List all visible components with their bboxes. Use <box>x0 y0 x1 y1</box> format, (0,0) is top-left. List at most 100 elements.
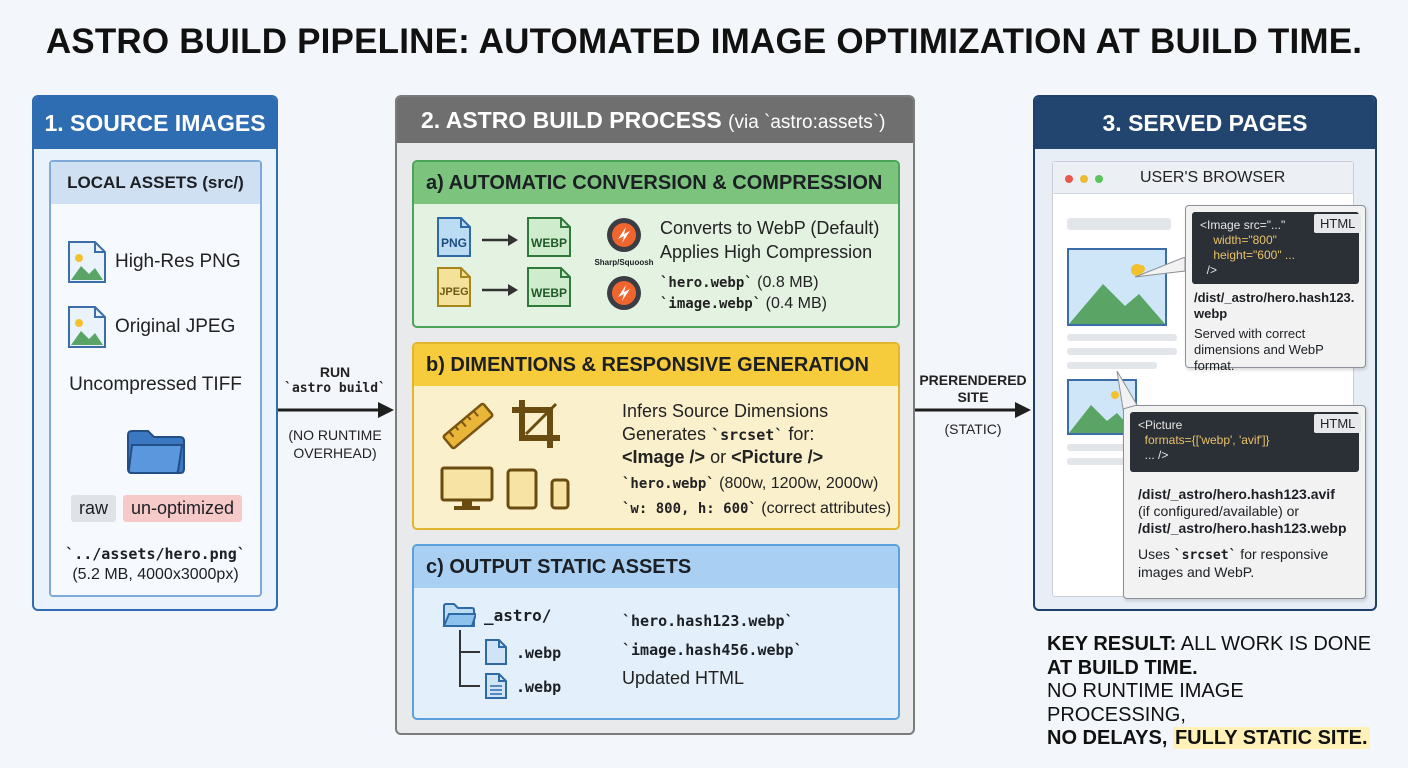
source-item-jpeg: Original JPEG <box>115 316 236 337</box>
webp-file-icon <box>527 217 571 257</box>
key-result-label: KEY RESULT: <box>1047 633 1177 655</box>
webp-output-file-icon <box>485 639 507 665</box>
ruler-icon <box>442 402 494 450</box>
browser-title: USER'S BROWSER <box>1140 169 1286 186</box>
unoptimized-badge: un-optimized <box>123 495 243 522</box>
callout2-desc-line2: images and WebP. <box>1138 564 1255 580</box>
html-tag-badge: HTML <box>1314 414 1362 433</box>
local-assets-header: LOCAL ASSETS (src/) <box>51 162 260 204</box>
widths-line: `hero.webp` (800w, 1200w, 2000w) <box>622 475 878 493</box>
source-images-panel: 1. SOURCE IMAGES LOCAL ASSETS (src/) Hig… <box>32 95 278 611</box>
jpeg-file-icon <box>437 267 471 307</box>
callout2-desc-line1: Uses `srcset` for responsive <box>1138 546 1328 564</box>
output-image-file: `image.hash456.webp` <box>622 641 803 659</box>
convert-arrow-icon <box>482 234 518 246</box>
open-folder-icon <box>442 603 476 627</box>
convert-line2: Applies High Compression <box>660 242 873 262</box>
components-or: or <box>705 447 732 467</box>
convert-line1: Converts to WebP (Default) <box>660 218 880 238</box>
build-process-title: 2. ASTRO BUILD PROCESS <box>421 107 722 133</box>
picture-code-line2: formats={['webp', 'avif']} <box>1138 433 1270 447</box>
html-tag-badge: HTML <box>1314 214 1362 233</box>
served-pages-header: 3. SERVED PAGES <box>1035 97 1375 149</box>
output-updated-html: Updated HTML <box>622 668 745 688</box>
image-component: <Image /> <box>622 447 706 467</box>
document-file-icon <box>485 673 507 699</box>
png-image-icon <box>68 241 106 283</box>
source-path: `../assets/hero.png` <box>65 545 246 563</box>
placeholder-line <box>1067 444 1127 451</box>
jpeg-file-label: JPEG <box>439 286 469 298</box>
callout2-desc-suffix: for responsive <box>1236 546 1329 562</box>
conversion-header: a) AUTOMATIC CONVERSION & COMPRESSION <box>414 162 898 204</box>
convert-arrow-icon <box>482 284 518 296</box>
callout1-pointer <box>1135 257 1186 278</box>
picture-code-line3: ... /> <box>1138 448 1169 462</box>
convert-output1: `hero.webp` (0.8 MB) <box>660 274 819 292</box>
phone-icon <box>550 478 570 510</box>
callout1-desc-line2: dimensions and WebP format. <box>1194 342 1324 373</box>
conversion-section: a) AUTOMATIC CONVERSION & COMPRESSION PN… <box>412 160 900 328</box>
callout2-desc-prefix: Uses <box>1138 546 1174 562</box>
astro-folder-label: _astro/ <box>484 606 552 625</box>
hero-image-placeholder-icon <box>1067 248 1167 326</box>
placeholder-line <box>1067 348 1177 355</box>
callout2-pointer <box>1116 370 1138 410</box>
responsive-header: b) DIMENTIONS & RESPONSIVE GENERATION <box>414 344 898 386</box>
arrow2-note: (STATIC) <box>944 421 1002 437</box>
callout2-mid: (if configured/available) or <box>1138 503 1300 519</box>
output1-size: (0.8 MB) <box>757 274 819 291</box>
sharp-squoosh-logo-icon <box>607 276 641 310</box>
output-file2-ext: .webp <box>516 678 562 696</box>
convert-output2: `image.webp` (0.4 MB) <box>660 295 827 313</box>
picture-component: <Picture /> <box>731 447 824 467</box>
folder-icon <box>127 430 185 474</box>
output2-file: `image.webp` <box>660 296 762 312</box>
output-hero-file: `hero.hash123.webp` <box>622 612 794 630</box>
callout1-path-line1: /dist/_astro/hero.hash123. <box>1194 290 1355 305</box>
callout1-path-line2: webp <box>1194 306 1228 321</box>
components-line: <Image /> or <Picture /> <box>622 447 823 468</box>
key-result-l1: ALL WORK IS DONE <box>1176 633 1372 655</box>
tree-lines <box>459 630 480 687</box>
output-header: c) OUTPUT STATIC ASSETS <box>414 546 898 588</box>
sharp-squoosh-logo-icon <box>607 218 641 252</box>
close-dot-icon <box>1065 175 1073 183</box>
build-process-panel: 2. ASTRO BUILD PROCESS (via `astro:asset… <box>395 95 915 735</box>
callout2-avif-path: /dist/_astro/hero.hash123.avif <box>1138 486 1335 502</box>
responsive-section: b) DIMENTIONS & RESPONSIVE GENERATION <box>412 342 900 530</box>
crop-icon <box>512 400 560 448</box>
desktop-icon <box>440 466 494 510</box>
raw-badge: raw <box>71 495 117 522</box>
source-images-header: 1. SOURCE IMAGES <box>34 97 276 149</box>
infer-dimensions-line: Infers Source Dimensions <box>622 401 829 421</box>
output-file1-ext: .webp <box>516 644 562 662</box>
callout2-webp-path: /dist/_astro/hero.hash123.webp <box>1138 520 1347 536</box>
png-file-label: PNG <box>440 236 467 250</box>
build-process-via: (via `astro:assets`) <box>728 112 886 133</box>
arrow1-note-line1: (NO RUNTIME <box>288 427 382 443</box>
srcset-suffix: for: <box>783 424 815 444</box>
srcset-line: Generates `srcset` for: <box>622 424 814 445</box>
placeholder-line <box>1067 458 1127 465</box>
key-result-no-delays: NO DELAYS, <box>1047 727 1168 749</box>
arrow1-label: RUN <box>319 364 351 380</box>
image-code-line3: height="600" ... <box>1200 248 1295 262</box>
minimize-dot-icon <box>1080 175 1088 183</box>
source-item-tiff: Uncompressed TIFF <box>69 374 242 395</box>
source-meta: (5.2 MB, 4000x3000px) <box>72 566 239 583</box>
page-title: ASTRO BUILD PIPELINE: AUTOMATED IMAGE OP… <box>45 22 1363 61</box>
webp-file-label: WEBP <box>531 286 567 300</box>
srcset-code: `srcset` <box>711 426 784 444</box>
tablet-icon <box>506 468 538 510</box>
attributes-line: `w: 800, h: 600` (correct attributes) <box>622 500 891 518</box>
key-result-line3: NO RUNTIME IMAGE PROCESSING, <box>1047 680 1244 726</box>
build-process-header: 2. ASTRO BUILD PROCESS (via `astro:asset… <box>397 97 913 143</box>
output1-file: `hero.webp` <box>660 275 753 291</box>
arrow2-label-line2: SITE <box>957 389 989 405</box>
local-assets-box: LOCAL ASSETS (src/) High-Res PNG Origina… <box>49 160 262 597</box>
key-result-line1: KEY RESULT: ALL WORK IS DONE <box>1047 633 1387 657</box>
image-callout: <Image src="..." width="800" height="600… <box>1185 205 1366 373</box>
tool-label: Sharp/Squoosh <box>594 258 654 267</box>
maximize-dot-icon <box>1095 175 1103 183</box>
